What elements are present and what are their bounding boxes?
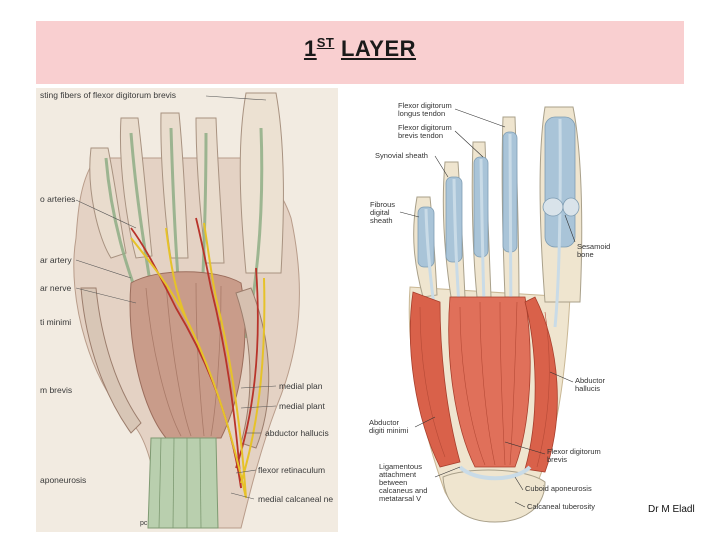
label-abductor-hallucis: abductor hallucis [265, 428, 329, 438]
label-flexor-retinaculum: flexor retinaculum [258, 465, 326, 475]
right-foot-illustration: Flexor digitorum longus tendon Flexor di… [365, 97, 623, 525]
label-ligamentous-attachment: Ligamentous attachment between calcaneus… [379, 462, 428, 503]
label-fibers-fdb: sting fibers of flexor digitorum brevis [40, 90, 177, 100]
author-credit: Dr M Eladl [648, 504, 695, 515]
label-digiti-minimi: ti minimi [40, 317, 72, 327]
left-foot-illustration: sting fibers of flexor digitorum brevis … [36, 88, 338, 532]
label-fibrous-digital-sheath: Fibrous digital sheath [370, 200, 396, 225]
label-nerve: ar nerve [40, 283, 72, 293]
label-artery: ar artery [40, 255, 72, 265]
label-cuboid-aponeurosis: Cuboid aponeurosis [525, 484, 592, 493]
title-word: LAYER [340, 36, 417, 61]
left-foot-drawing [36, 88, 338, 532]
label-sesamoid-bone: Sesamoid bone [577, 242, 611, 259]
label-pc: pc [140, 520, 148, 527]
label-brevis: m brevis [40, 385, 73, 395]
label-medial-calcaneal: medial calcaneal ne [258, 494, 334, 504]
label-abductor-hallucis: Abductor hallucis [575, 376, 606, 393]
title-bar: 1ST LAYER [36, 21, 684, 84]
label-medial-plantar-2: medial plant [279, 401, 325, 411]
label-abductor-digiti-minimi: Abductor digiti minimi [369, 418, 409, 435]
label-fdb-tendon: Flexor digitorum brevis tendon [398, 123, 452, 140]
right-foot-drawing [399, 106, 583, 523]
label-flexor-digitorum-brevis: Flexor digitorum brevis [547, 447, 601, 464]
label-calcaneal-tuberosity: Calcaneal tuberosity [527, 502, 595, 511]
label-fdl-tendon: Flexor digitorum longus tendon [398, 101, 452, 118]
label-synovial-sheath: Synovial sheath [375, 151, 428, 160]
slide-title: 1ST LAYER [36, 35, 684, 62]
label-aponeurosis: aponeurosis [40, 475, 87, 485]
label-arteries: o arteries [40, 194, 76, 204]
title-superscript: ST [316, 35, 335, 50]
title-number: 1 [303, 36, 317, 61]
label-medial-plantar-1: medial plan [279, 381, 323, 391]
